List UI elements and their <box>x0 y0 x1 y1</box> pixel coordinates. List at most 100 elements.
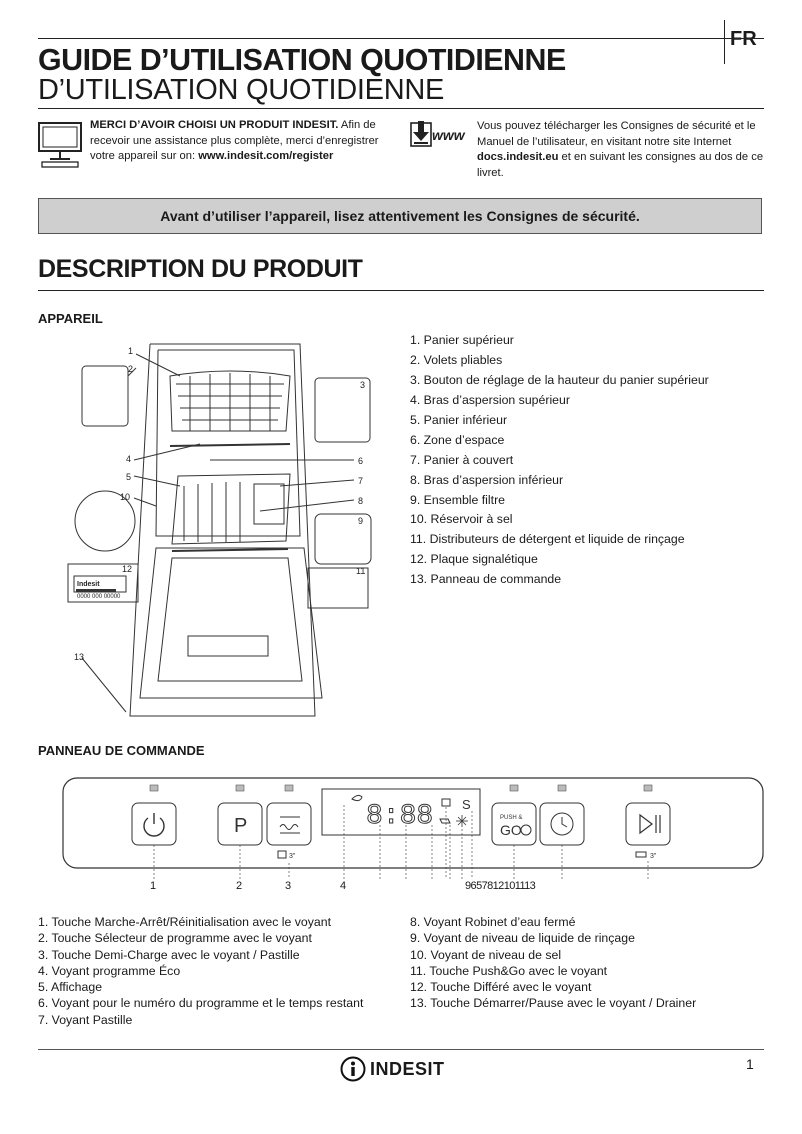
control-list-left: 1. Touche Marche-Arrêt/Réinitialisation … <box>38 914 363 1028</box>
panel-number: 4 <box>340 880 347 892</box>
page-subtitle: D’UTILISATION QUOTIDIENNE <box>38 74 445 106</box>
filter-detail <box>74 490 136 552</box>
thanks-bold: MERCI D’AVOIR CHOISI UN PRODUIT INDESIT. <box>90 119 339 131</box>
download-www-icon: www <box>410 121 466 147</box>
rating-plate-brand: Indesit <box>77 581 100 588</box>
callout-3: 3 <box>360 380 365 390</box>
upper-spray-arm <box>169 443 291 447</box>
list-item: 7. Panier à couvert <box>410 452 514 467</box>
control-panel-heading: PANNEAU DE COMMANDE <box>38 743 205 758</box>
push-go-led <box>509 784 519 792</box>
callout-12: 12 <box>122 564 132 574</box>
callout-7: 7 <box>358 476 363 486</box>
list-item: 8. Bras d’aspersion inférieur <box>410 472 564 487</box>
indesit-logo-icon <box>340 1056 366 1082</box>
list-item: 1. Panier supérieur <box>410 333 514 347</box>
display-digits: 8:88 <box>366 801 433 832</box>
control-panel-numbers: 1 2 3 4 9657812101113 <box>0 880 802 896</box>
cutlery-basket <box>253 483 285 525</box>
start-pause-icon <box>639 813 661 835</box>
dishwasher-body <box>129 343 316 717</box>
eco-leaf-icon <box>351 794 363 802</box>
computer-icon <box>38 122 82 168</box>
page-number: 1 <box>746 1056 754 1072</box>
start-pause-button <box>625 802 671 846</box>
top-rule <box>38 38 764 39</box>
control-panel-frame <box>62 777 764 869</box>
register-link[interactable]: www.indesit.com/register <box>198 150 334 162</box>
list-item: 13. Touche Démarrer/Pause avec le voyant… <box>410 996 697 1011</box>
half-load-hold-label: 3" <box>289 853 296 860</box>
parts-list: 1. Panier supérieur 2. Volets pliables 3… <box>410 331 709 590</box>
appliance-heading: APPAREIL <box>38 311 103 326</box>
callout-9: 9 <box>358 516 363 526</box>
delay-clock-icon <box>550 812 574 836</box>
brand-wordmark: INDESIT <box>370 1058 445 1079</box>
panel-number: 3 <box>285 880 292 892</box>
list-item: 10. Réservoir à sel <box>410 512 513 527</box>
height-adjust-detail <box>314 377 371 443</box>
detergent-dispenser <box>187 635 269 657</box>
list-item: 8. Voyant Robinet d’eau fermé <box>410 915 576 929</box>
push-go-play-icon <box>520 824 532 836</box>
callout-8: 8 <box>358 496 363 506</box>
list-item: 7. Voyant Pastille <box>38 1012 133 1027</box>
brand-logo: INDESIT <box>340 1056 445 1082</box>
push-go-label-bottom: GO <box>500 822 522 838</box>
list-item: 9. Voyant de niveau de liquide de rinçag… <box>410 931 635 946</box>
program-led <box>235 784 245 792</box>
page-title: GUIDE D’UTILISATION QUOTIDIENNE <box>38 42 566 77</box>
list-item: 6. Voyant pour le numéro du programme et… <box>38 996 364 1011</box>
list-item: 9. Ensemble filtre <box>410 492 506 507</box>
rating-plate-number: 0000 000 00000 <box>77 594 121 600</box>
list-item: 13. Panneau de commande <box>410 572 562 587</box>
list-item: 10. Voyant de niveau de sel <box>410 947 562 962</box>
section-title: DESCRIPTION DU PRODUIT <box>38 255 363 283</box>
callout-4: 4 <box>126 454 131 464</box>
control-list-right: 8. Voyant Robinet d’eau fermé 9. Voyant … <box>410 914 696 1012</box>
language-divider <box>724 20 725 64</box>
safety-banner: Avant d’utiliser l’appareil, lisez atten… <box>38 198 762 234</box>
tablet-icon <box>277 850 287 859</box>
title-rule <box>38 108 764 109</box>
salt-reservoir-detail <box>314 513 372 565</box>
dispenser-detail <box>307 567 369 609</box>
callout-10: 10 <box>120 492 130 502</box>
power-icon <box>143 813 165 837</box>
list-item: 11. Distributeurs de détergent et liquid… <box>410 532 685 547</box>
lower-basket <box>171 473 291 545</box>
water-tap-icon <box>439 818 451 824</box>
language-tag: FR <box>730 28 757 50</box>
docs-link[interactable]: docs.indesit.eu <box>477 151 559 163</box>
thanks-body: Afin de recevoir une assistance plus com… <box>90 119 379 162</box>
flaps-detail <box>81 365 129 427</box>
display <box>321 788 481 836</box>
list-item: 4. Voyant programme Éco <box>38 963 181 978</box>
callout-5: 5 <box>126 472 131 482</box>
start-pause-led <box>643 784 653 792</box>
download-body: Vous pouvez télécharger les Consignes de… <box>477 120 756 148</box>
drain-hold-label: 3" <box>650 853 657 860</box>
list-item: 12. Touche Différé avec le voyant <box>410 980 592 995</box>
callout-11: 11 <box>356 566 365 576</box>
list-item: 5. Panier inférieur <box>410 412 508 427</box>
list-item: 5. Affichage <box>38 980 103 995</box>
tablet-indicator-icon <box>441 798 451 807</box>
half-load-icon <box>279 816 300 834</box>
panel-number: 2 <box>236 880 243 892</box>
list-item: 6. Zone d’espace <box>410 432 505 447</box>
panel-number: 1 <box>150 880 157 892</box>
footer-rule <box>38 1049 764 1050</box>
delay-led <box>557 784 567 792</box>
half-load-led <box>284 784 294 792</box>
control-panel-diagram: P 3" 8:88 S PUSH & GO 3" <box>62 777 764 879</box>
list-item: 2. Volets pliables <box>410 352 503 367</box>
dishwasher-diagram: 1 2 3 4 5 6 7 8 9 10 11 12 13 Indesit 00… <box>67 343 372 717</box>
push-go-label-top: PUSH & <box>500 815 522 821</box>
half-load-button <box>266 802 312 846</box>
list-item: 3. Bouton de réglage de la hauteur du pa… <box>410 372 709 387</box>
download-text: Vous pouvez télécharger les Consignes de… <box>477 119 767 181</box>
callout-6: 6 <box>358 456 363 466</box>
list-item: 2. Touche Sélecteur de programme avec le… <box>38 931 312 946</box>
list-item: 11. Touche Push&Go avec le voyant <box>410 963 608 978</box>
